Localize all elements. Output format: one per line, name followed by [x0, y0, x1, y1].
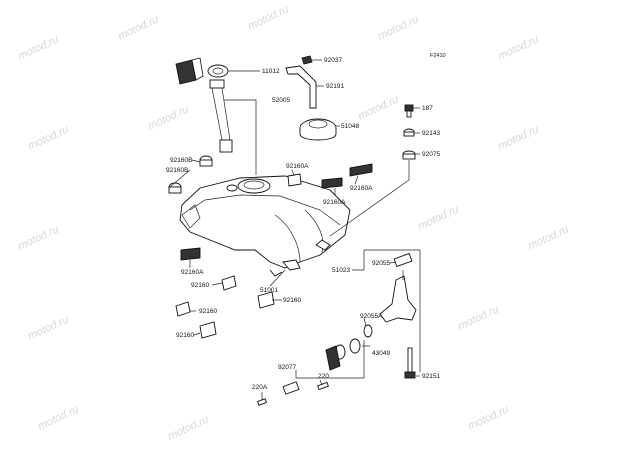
- part-220-screw: [317, 381, 329, 391]
- watermark-text: motod.ru: [246, 3, 290, 32]
- watermark-text: motod.ru: [26, 313, 70, 342]
- part-187-bolt: [404, 104, 414, 118]
- label-92160A: 92160A: [181, 269, 204, 276]
- part-52005-strainer: [209, 79, 233, 153]
- part-92160A-pad: [287, 173, 302, 187]
- label-220: 220: [318, 373, 329, 380]
- label-52005: 52005: [272, 97, 290, 104]
- part-cock-plate: [325, 345, 341, 371]
- label-92160B: 92160B: [166, 167, 188, 174]
- leader-lines: [169, 59, 421, 400]
- front-arrow-icon: [175, 57, 204, 85]
- part-92160-clip: [199, 321, 217, 339]
- label-92037: 92037: [324, 57, 342, 64]
- label-51048: 51048: [341, 123, 359, 130]
- label-92160A: 92160A: [286, 163, 309, 170]
- watermark-text: motod.ru: [376, 13, 420, 42]
- part-92143-collar: [403, 128, 415, 137]
- watermark-text: motod.ru: [26, 123, 70, 152]
- part-92055-gasket: [393, 252, 413, 268]
- label-187: 187: [422, 105, 433, 112]
- label-51023: 51023: [332, 267, 350, 274]
- part-43049-filter: [334, 338, 361, 360]
- part-92160B-damper: [199, 155, 213, 167]
- watermark-text: motod.ru: [16, 223, 60, 252]
- watermark-text: motod.ru: [356, 93, 400, 122]
- watermark-text: motod.ru: [526, 223, 570, 252]
- label-92055A: 92055A: [360, 313, 383, 320]
- part-92160-clip: [221, 275, 237, 291]
- watermark-text: motod.ru: [116, 13, 160, 42]
- label-92191: 92191: [326, 83, 344, 90]
- label-92077: 92077: [278, 364, 296, 371]
- part-92160A-pad: [321, 177, 343, 189]
- part-11012-gasket: [207, 64, 229, 78]
- label-92160B: 92160B: [170, 157, 192, 164]
- part-51023-fuel-valve: [379, 270, 417, 323]
- part-92160A-pad: [349, 163, 373, 177]
- watermark-text: motod.ru: [496, 123, 540, 152]
- label-92160A: 92160A: [350, 185, 373, 192]
- label-92160: 92160: [191, 282, 209, 289]
- label-92160: 92160: [283, 297, 301, 304]
- figure-id: F2410: [430, 53, 446, 59]
- label-220A: 220A: [252, 384, 268, 391]
- part-92191-hose: [285, 65, 317, 109]
- label-92160: 92160: [199, 308, 217, 315]
- part-92151-bolt: [404, 347, 416, 379]
- label-51001: 51001: [260, 287, 278, 294]
- watermark-text: motod.ru: [416, 203, 460, 232]
- label-92151: 92151: [422, 373, 440, 380]
- watermark-text: motod.ru: [16, 33, 60, 62]
- watermark-text: motod.ru: [456, 303, 500, 332]
- part-92037-clamp: [301, 55, 313, 65]
- part-51048-cap: [299, 118, 337, 141]
- label-11012: 11012: [262, 68, 280, 75]
- part-220A-screw: [256, 398, 268, 406]
- part-labels: 11012 52005 92037 92191 51048 187 92143 …: [166, 57, 440, 391]
- label-92055: 92055: [372, 260, 390, 267]
- part-92160-clip: [257, 291, 275, 309]
- watermark-text: motod.ru: [466, 403, 510, 432]
- label-43049: 43049: [372, 350, 390, 357]
- watermark-text: motod.ru: [166, 413, 210, 442]
- label-92160: 92160: [176, 332, 194, 339]
- part-92160B-damper: [168, 182, 182, 194]
- watermark-text: motod.ru: [146, 103, 190, 132]
- part-92160-clip: [175, 301, 191, 317]
- label-92160A: 92160A: [323, 199, 346, 206]
- part-92075-damper: [402, 150, 416, 160]
- label-92143: 92143: [422, 130, 440, 137]
- watermark-text: motod.ru: [496, 33, 540, 62]
- part-92055A-o-ring: [363, 324, 373, 338]
- part-92160A-pad: [180, 247, 201, 261]
- part-92077-spacer: [282, 381, 300, 395]
- watermark-text: motod.ru: [36, 403, 80, 432]
- fuel-tank: [179, 175, 351, 277]
- label-92075: 92075: [422, 151, 440, 158]
